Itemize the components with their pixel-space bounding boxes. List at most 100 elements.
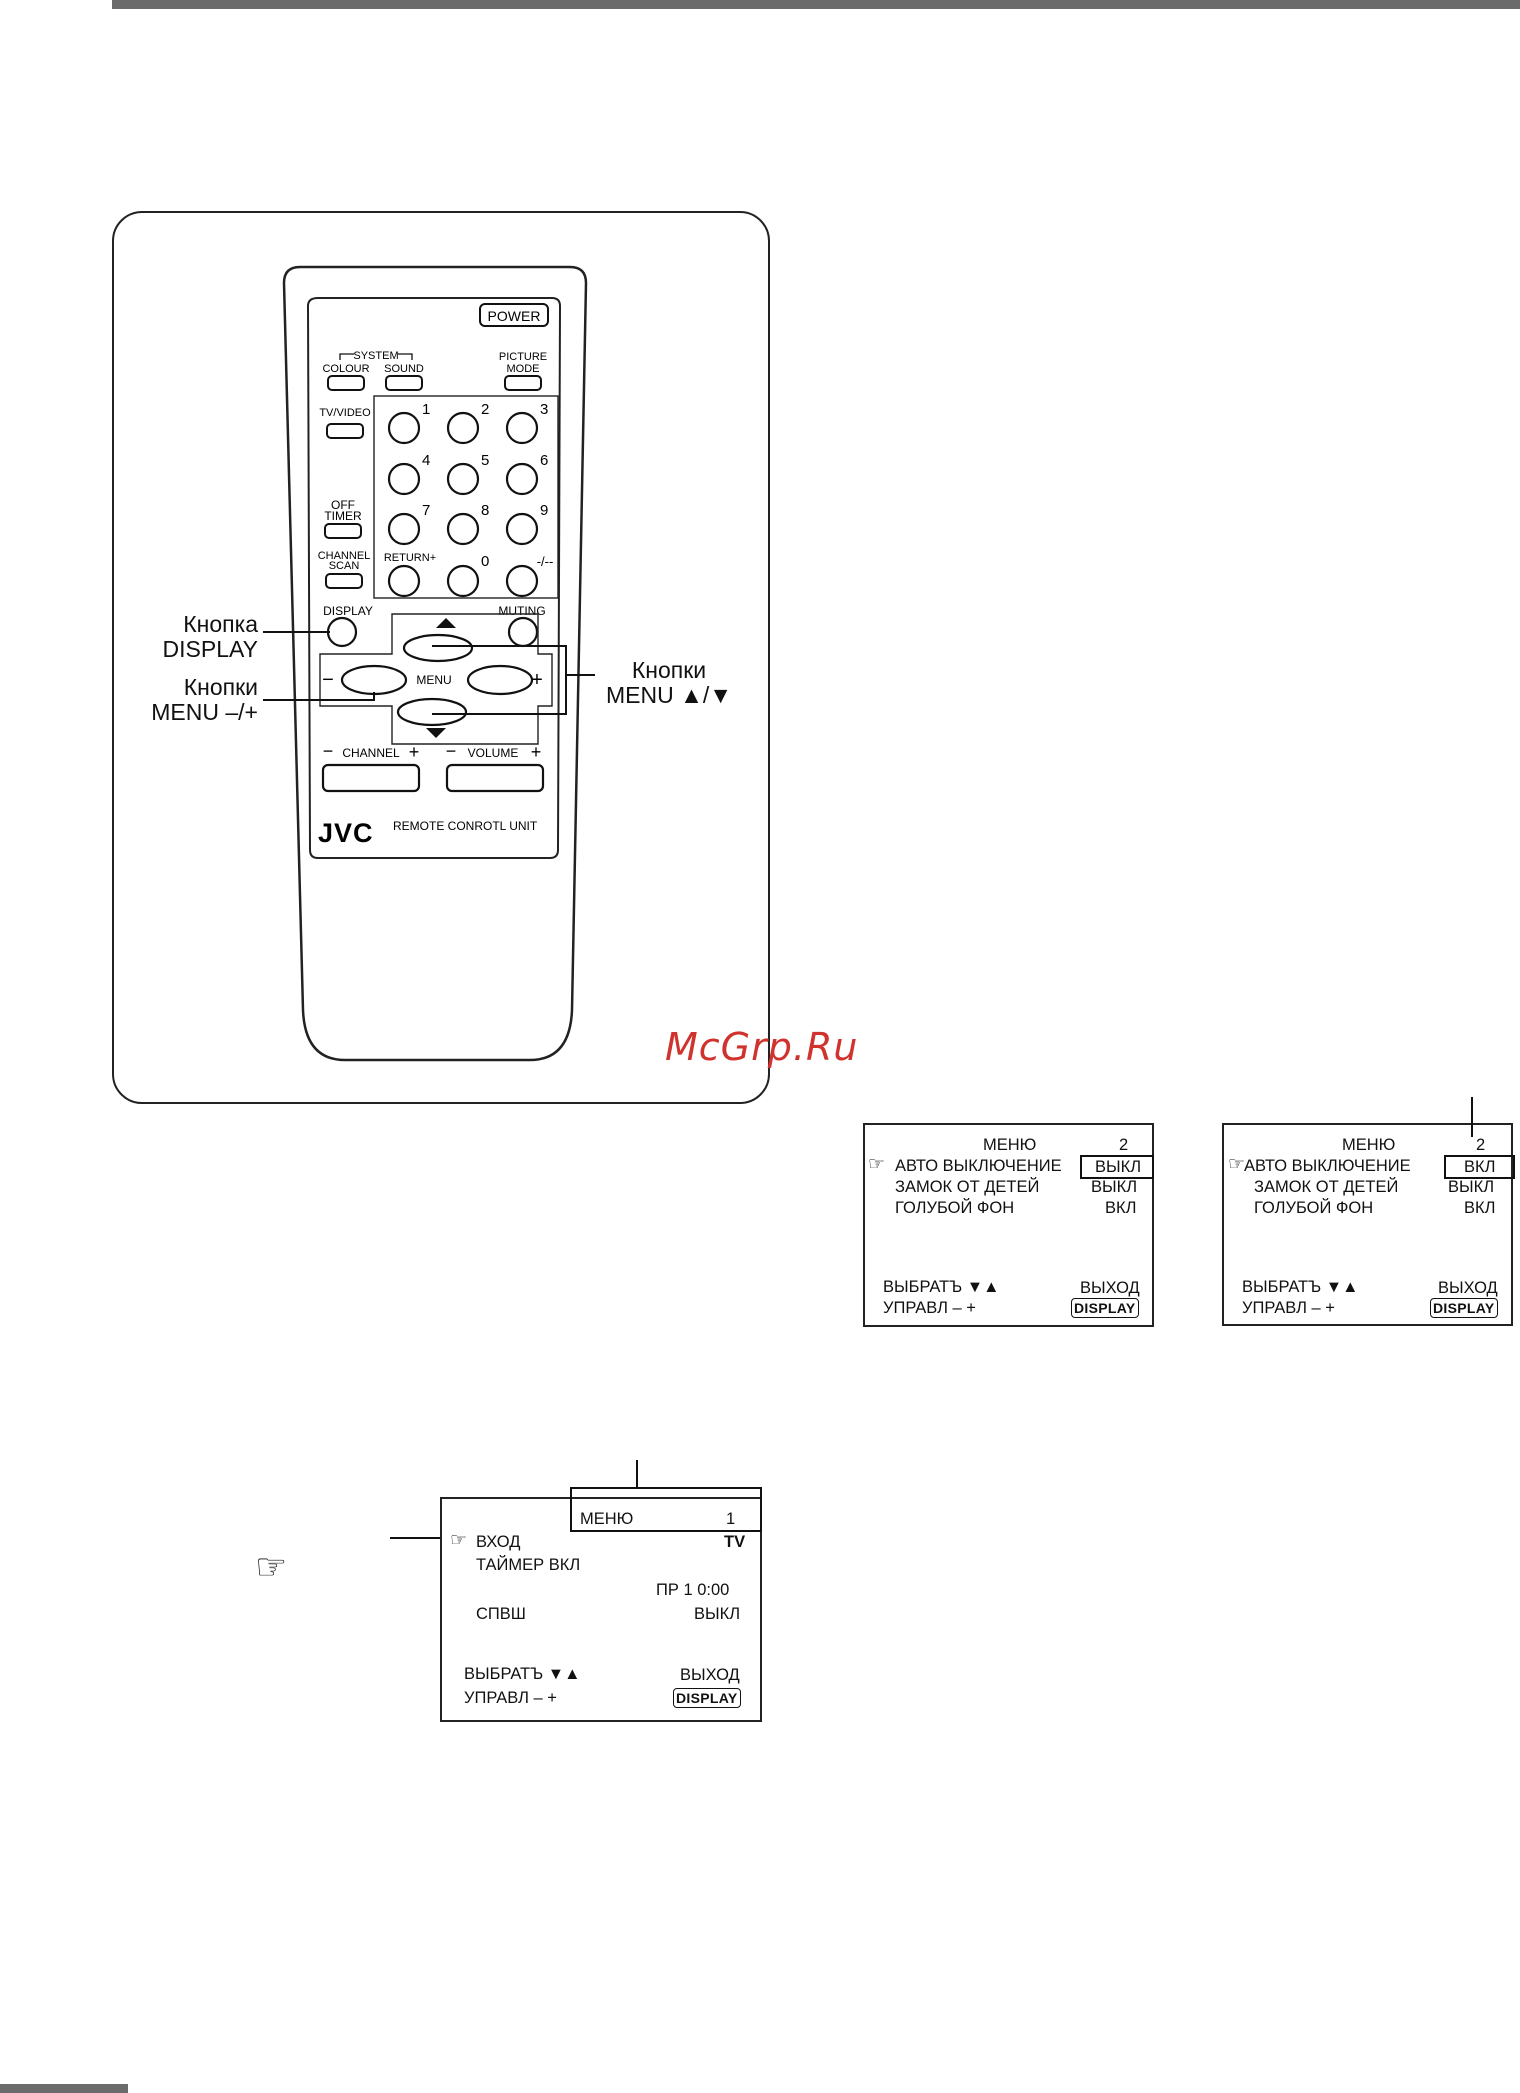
sound-button: [385, 375, 423, 391]
remote-control: POWER SYSTEM COLOUR SOUND PICTURE MODE T…: [263, 265, 595, 1062]
exit-hint: ВЫХОД: [1080, 1279, 1140, 1297]
watermark: McGrp.Ru: [665, 1025, 859, 1069]
key-0: [446, 564, 480, 598]
menu-plus-sign: +: [531, 669, 543, 691]
triangle-up-icon: [436, 618, 456, 628]
timer-label: ТАЙМЕР ВКЛ: [476, 1556, 581, 1574]
remote-illustration-panel: [112, 211, 770, 1104]
pointing-hand-icon: ☞: [255, 1547, 288, 1588]
key-9-label: 9: [540, 502, 548, 519]
remote-unit-label: REMOTE CONROTL UNIT: [393, 819, 538, 833]
highlight-box: [1080, 1155, 1154, 1179]
row-label: АВТО ВЫКЛЮЧЕНИЕ: [895, 1157, 1062, 1175]
menu-updown-bracket: [432, 645, 567, 715]
display-key-badge: DISPLAY: [1071, 1298, 1139, 1318]
row-value: ВЫКЛ: [1095, 1158, 1142, 1176]
key-5: [446, 462, 480, 496]
row-value: ВКЛ: [1464, 1158, 1496, 1176]
key-2-label: 2: [481, 401, 489, 418]
dash-label: -/--: [537, 554, 554, 569]
input-value: TV: [724, 1533, 746, 1551]
triangle-down-icon: [426, 728, 446, 738]
key-3: [505, 411, 539, 445]
timer-value: ПР 1 0:00: [656, 1581, 730, 1599]
key-6: [505, 462, 539, 496]
row-label: ЗАМОК ОТ ДЕТЕЙ: [1254, 1178, 1399, 1196]
menu-title: МЕНЮ: [580, 1510, 634, 1528]
off-timer-button: [324, 523, 362, 539]
pointing-hand-icon: ☞: [450, 1529, 468, 1551]
svsh-label: СПВШ: [476, 1605, 526, 1623]
key-8: [446, 512, 480, 546]
row-label: АВТО ВЫКЛЮЧЕНИЕ: [1244, 1157, 1411, 1175]
keypad-frame: [373, 395, 559, 599]
display-key-badge: DISPLAY: [673, 1688, 741, 1708]
picture-mode-button: [504, 375, 542, 391]
menu-page: 2: [1476, 1136, 1486, 1154]
key-4: [387, 462, 421, 496]
key-7: [387, 512, 421, 546]
bottom-rule: [0, 2084, 128, 2093]
row-label: ГОЛУБОЙ ФОН: [895, 1199, 1015, 1217]
off-label: OFF: [331, 498, 355, 512]
menu-pm-leader: [263, 692, 375, 701]
mode-label: MODE: [507, 363, 540, 375]
colour-label: COLOUR: [322, 363, 369, 375]
picture-label: PICTURE: [499, 351, 547, 363]
key-5-label: 5: [481, 452, 489, 469]
select-hint: ВЫБРАТЪ ▼▲: [1242, 1278, 1359, 1296]
tv-video-button: [326, 423, 364, 439]
menu-center-label: MENU: [416, 673, 451, 687]
menu-minus-button: [340, 664, 408, 696]
channel-scan-button: [325, 573, 363, 589]
title-highlight-box: [570, 1487, 762, 1532]
control-hint: УПРАВЛ – +: [464, 1689, 557, 1707]
control-hint: УПРАВЛ – +: [883, 1299, 976, 1317]
channel-minus: −: [323, 741, 334, 761]
pointing-hand-icon: ☞: [1228, 1153, 1246, 1175]
exit-hint: ВЫХОД: [1438, 1279, 1498, 1297]
power-button: [479, 303, 549, 327]
channel-key-label: CHANNEL: [342, 746, 400, 760]
jvc-logo: JVC: [318, 818, 374, 848]
sound-label: SOUND: [384, 363, 424, 375]
key-2: [446, 411, 480, 445]
display-key-badge: DISPLAY: [1430, 1298, 1498, 1318]
row-value: ВКЛ: [1464, 1199, 1496, 1217]
menu-title: МЕНЮ: [1342, 1136, 1396, 1154]
osd-menu2-on: МЕНЮ 2 ☞ АВТО ВЫКЛЮЧЕНИЕ ВКЛ ЗАМОК ОТ ДЕ…: [1222, 1097, 1515, 1326]
menu-up-down-callout: Кнопки MENU ▲/▼: [605, 657, 733, 708]
control-hint: УПРАВЛ – +: [1242, 1299, 1335, 1317]
select-hint: ВЫБРАТЪ ▼▲: [464, 1665, 581, 1683]
return-label: RETURN+: [384, 552, 436, 564]
tv-video-label: TV/VIDEO: [319, 407, 371, 419]
key-3-label: 3: [540, 401, 548, 418]
key-6-label: 6: [540, 452, 548, 469]
menu-minus-plus-callout: Кнопки MENU –/+: [151, 674, 258, 725]
menu-title: МЕНЮ: [983, 1136, 1037, 1154]
osd-menu2-off: МЕНЮ 2 ☞ АВТО ВЫКЛЮЧЕНИЕ ВЫКЛ ЗАМОК ОТ Д…: [863, 1123, 1154, 1327]
key-4-label: 4: [422, 452, 430, 469]
menu-page: 1: [726, 1510, 736, 1528]
key-return: [387, 564, 421, 598]
svsh-value: ВЫКЛ: [694, 1605, 741, 1623]
row-value: ВЫКЛ: [1448, 1178, 1495, 1196]
menu-down-button: [396, 697, 468, 727]
remote-face: [306, 297, 562, 859]
top-rule: [112, 0, 1520, 9]
menu-up-button: [402, 633, 474, 663]
volume-rocker: [445, 763, 545, 793]
key-1-label: 1: [422, 401, 430, 418]
key-9: [505, 512, 539, 546]
display-callout: Кнопка DISPLAY: [162, 611, 258, 662]
volume-key-label: VOLUME: [468, 746, 519, 760]
highlight-box: [1444, 1155, 1515, 1179]
key-0-label: 0: [481, 553, 489, 570]
muting-button: [507, 616, 539, 648]
scan-label: SCAN: [329, 560, 360, 572]
key-1: [387, 411, 421, 445]
system-label: SYSTEM: [353, 350, 398, 362]
timer-label: TIMER: [324, 509, 362, 523]
select-hint: ВЫБРАТЪ ▼▲: [883, 1278, 1000, 1296]
row-label: ЗАМОК ОТ ДЕТЕЙ: [895, 1178, 1040, 1196]
